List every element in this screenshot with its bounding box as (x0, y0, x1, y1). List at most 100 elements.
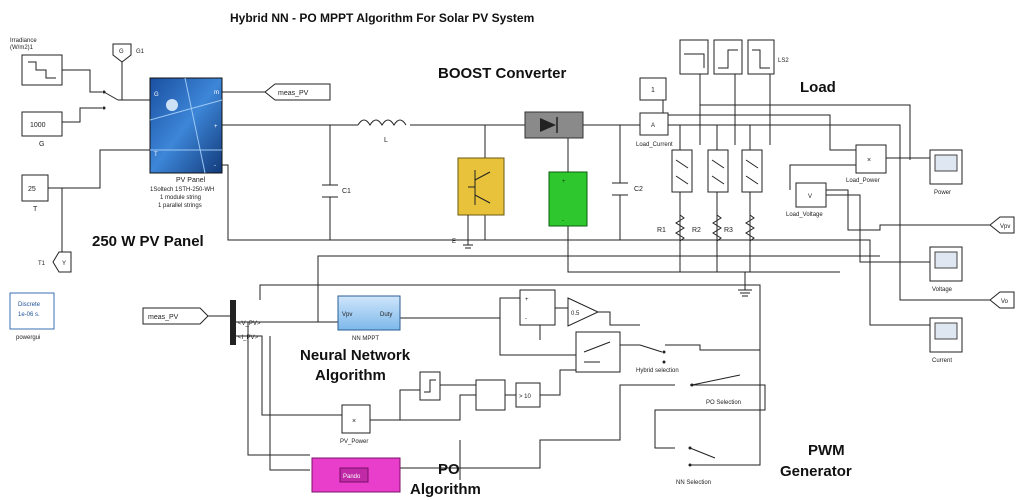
po-block-name: Pando (343, 474, 361, 480)
g1-goto-tag: G G1 (112, 43, 145, 63)
compare-block[interactable]: > 10 (515, 382, 541, 408)
scope-current[interactable]: Current (929, 317, 963, 364)
irradiance-label-line2: (W/m2)1 (10, 45, 34, 51)
svg-text:V: V (808, 194, 812, 200)
load-power-product[interactable]: × Load_Power (846, 144, 887, 184)
hybrid-multiport-switch[interactable]: Hybrid selection (575, 331, 679, 374)
load-resistors[interactable]: R1 R2 R3 (657, 214, 755, 297)
constant-one-value: 1 (651, 87, 655, 94)
t-constant-block[interactable]: 25 T (21, 174, 49, 213)
signal-wires (48, 60, 990, 480)
load-voltage-label: Load_Voltage (786, 212, 823, 218)
meas-pv-from[interactable]: meas_PV (142, 307, 209, 325)
pv-panel-block[interactable]: G T m + - PV Panel 1Soltech 1STH-250-WH … (149, 77, 223, 209)
vpv-goto-label: Vpv (1000, 224, 1010, 230)
svg-text:+: + (214, 124, 218, 130)
nn-mppt-input-port: Vpv (342, 312, 352, 318)
c2-label: C2 (634, 186, 643, 193)
r1-label: R1 (657, 227, 666, 234)
g-constant-block[interactable]: 1000 G (21, 111, 63, 148)
scope-power-label: Power (934, 190, 951, 196)
nn-selection-switch[interactable]: NN Selection (676, 446, 716, 487)
neural-network-heading-line1: Neural Network (300, 347, 411, 364)
g1-label: G1 (136, 49, 145, 55)
load-power-label: Load_Power (846, 178, 880, 184)
svg-text:T: T (154, 152, 158, 158)
vo-goto-label: Vo (1001, 299, 1009, 305)
compare-value: > 10 (519, 394, 532, 400)
nn-mppt-name: NN MPPT (352, 336, 379, 342)
pv-panel-desc2: 1 module string (160, 195, 201, 201)
svg-text:+: + (525, 297, 529, 303)
pv-power-product[interactable]: × PV_Power (340, 404, 371, 445)
scope-voltage[interactable]: Voltage (929, 246, 963, 293)
c1-label: C1 (342, 188, 351, 195)
powergui-block[interactable]: Discrete 1e-06 s. powergui (9, 292, 55, 341)
po-algorithm-block[interactable]: Pando (311, 457, 401, 493)
nn-selection-label: NN Selection (676, 480, 711, 486)
scope-power[interactable]: Power (929, 149, 963, 196)
boost-igbt-switch[interactable]: E (452, 157, 505, 249)
ls2-label: LS2 (778, 58, 789, 64)
inductor-l[interactable]: L (357, 119, 407, 144)
bus-vpv-label: <V_PV> (238, 321, 261, 327)
g-constant-value: 1000 (30, 122, 46, 129)
hybrid-selection-label: Hybrid selection (636, 368, 679, 374)
svg-text:-: - (562, 218, 564, 224)
neural-network-heading-line2: Algorithm (315, 367, 386, 384)
pv-power-product-sign: × (352, 418, 356, 425)
t-constant-label: T (33, 206, 38, 213)
capacitor-c1[interactable]: C1 (322, 184, 351, 198)
load-breakers[interactable] (671, 149, 763, 193)
gain-block[interactable]: 0.5 (567, 297, 600, 327)
svg-text:-: - (214, 163, 216, 169)
sum-block-nn[interactable]: + - (519, 289, 556, 326)
scope-current-label: Current (932, 358, 952, 364)
r2-label: R2 (692, 227, 701, 234)
sum-block-2[interactable] (475, 379, 506, 411)
pv-panel-name: PV Panel (176, 177, 206, 184)
boost-diode[interactable] (524, 111, 584, 139)
pv-panel-heading: 250 W PV Panel (92, 233, 204, 250)
irradiance-switch[interactable] (102, 90, 119, 110)
load-voltage-meter[interactable]: V Load_Voltage (786, 182, 827, 218)
load-current-label: Load_Current (636, 142, 673, 148)
vpv-goto[interactable]: Vpv (989, 216, 1015, 234)
powergui-name: powergui (16, 335, 40, 341)
po-heading-line1: PO (438, 461, 460, 478)
capacitor-c2[interactable]: C2 (612, 182, 643, 196)
po-heading-line2: Algorithm (410, 481, 481, 498)
t1-goto-tag: Y T1 (38, 251, 72, 273)
t1-label: T1 (38, 261, 46, 267)
powergui-line2: 1e-06 s. (18, 312, 40, 318)
irradiance-label-line1: Irradiance (10, 38, 37, 44)
unit-delay-block[interactable] (419, 371, 441, 401)
scope-voltage-label: Voltage (932, 287, 953, 293)
diagram-title: Hybrid NN - PO MPPT Algorithm For Solar … (230, 11, 534, 25)
vo-goto[interactable]: Vo (989, 291, 1015, 309)
t1-goto-y: Y (62, 261, 66, 267)
load-switch-signal-builders[interactable]: LS2 (679, 39, 789, 75)
powergui-line1: Discrete (18, 302, 41, 308)
t-constant-value: 25 (28, 186, 36, 193)
po-selection-label: PO Selection (706, 400, 741, 406)
constant-one-block[interactable]: 1 (639, 77, 667, 101)
g-constant-label: G (39, 141, 44, 148)
nn-mppt-output-port: Duty (380, 312, 392, 318)
po-selection-switch[interactable]: PO Selection (690, 374, 742, 406)
svg-text:G: G (154, 92, 159, 98)
g1-goto-g: G (119, 49, 124, 55)
load-current-meter[interactable]: A Load_Current (636, 112, 673, 148)
load-power-product-sign: × (867, 157, 871, 164)
svg-text:m: m (214, 90, 219, 96)
boost-measurement-block[interactable]: + - (548, 171, 588, 227)
pv-panel-desc3: 1 parallel strings (158, 203, 202, 209)
nn-mppt-block[interactable]: Vpv Duty NN MPPT (337, 295, 401, 342)
svg-text:+: + (562, 179, 566, 185)
hybrid-selection-switch[interactable] (639, 344, 666, 364)
meas-pv-goto[interactable]: meas_PV (264, 83, 331, 101)
bus-selector[interactable]: <V_PV> <I_PV> (230, 300, 261, 345)
irradiance-signal-builder[interactable]: Irradiance (W/m2)1 (10, 38, 63, 86)
pwm-heading-line2: Generator (780, 463, 852, 480)
